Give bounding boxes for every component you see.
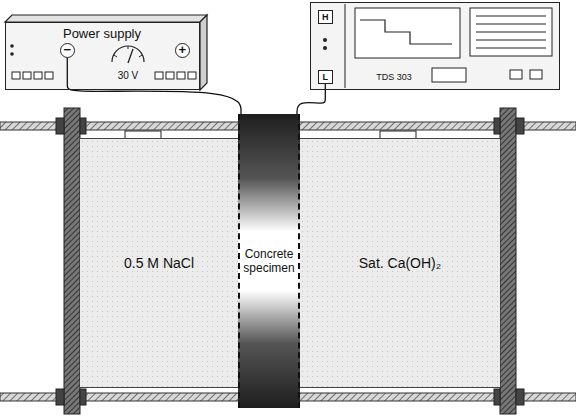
nut	[494, 118, 500, 134]
terminal-negative: −	[60, 43, 75, 58]
meter-needle	[128, 49, 133, 63]
concrete-specimen: Concrete specimen	[238, 114, 300, 408]
panel-button	[12, 72, 20, 79]
display-line	[476, 40, 546, 41]
power-supply-face	[5, 22, 200, 90]
voltage-setting: 30 V	[108, 70, 148, 81]
end-plate	[64, 108, 80, 414]
node-text: −	[64, 44, 72, 56]
panel-button	[510, 70, 522, 79]
nut	[80, 118, 86, 134]
node-text: 0.5 M NaCl	[124, 255, 194, 271]
step-waveform	[360, 20, 452, 44]
panel-button	[45, 72, 53, 79]
input-terminal: H	[318, 10, 333, 24]
indicator-dot	[323, 38, 327, 42]
nut	[516, 118, 524, 134]
panel-button	[530, 70, 542, 79]
node-text: TDS 303	[359, 72, 429, 82]
panel-button	[166, 72, 174, 79]
disk-slot	[432, 68, 466, 82]
end-plate	[500, 108, 516, 414]
anode-chamber: Sat. Ca(OH)₂	[300, 138, 500, 388]
indicator-dot	[10, 52, 14, 56]
cathode-chamber: 0.5 M NaCl	[80, 138, 238, 388]
node-text: Concrete specimen	[240, 245, 298, 278]
panel-button	[34, 72, 42, 79]
input-terminal: L	[318, 70, 333, 84]
nut	[516, 389, 524, 405]
node-text: Sat. Ca(OH)₂	[359, 255, 441, 271]
indicator-dot	[10, 44, 14, 48]
node-text: H	[322, 12, 329, 22]
panel-button	[177, 72, 185, 79]
scope-panel	[355, 8, 460, 58]
display-line	[476, 16, 546, 17]
panel-button	[155, 72, 163, 79]
power-supply-side	[200, 15, 207, 90]
nut	[56, 118, 64, 134]
lead-wire	[297, 84, 325, 114]
indicator-dot	[323, 46, 327, 50]
display-line	[476, 48, 546, 49]
display-screen	[470, 8, 552, 56]
power-supply-top	[5, 15, 207, 22]
meter-tick	[128, 46, 129, 49]
panel-button	[23, 72, 31, 79]
data-logger-box: TDS 303 H L	[310, 2, 560, 90]
display-line	[476, 32, 546, 33]
meter-dial	[112, 46, 144, 62]
meter-face	[310, 2, 560, 90]
terminal-positive: +	[175, 43, 190, 58]
node-text: +	[179, 44, 187, 56]
panel-divider	[345, 4, 346, 88]
lead-wire	[67, 58, 241, 114]
meter-tick	[114, 55, 117, 57]
nut	[80, 389, 86, 405]
node-text: L	[323, 72, 329, 82]
node-text: Power supply	[6, 26, 198, 41]
nut	[494, 389, 500, 405]
panel-button	[188, 72, 196, 79]
nut	[56, 389, 64, 405]
power-supply-box: Power supply − +	[5, 22, 200, 90]
display-line	[476, 24, 546, 25]
meter-tick	[139, 55, 142, 57]
